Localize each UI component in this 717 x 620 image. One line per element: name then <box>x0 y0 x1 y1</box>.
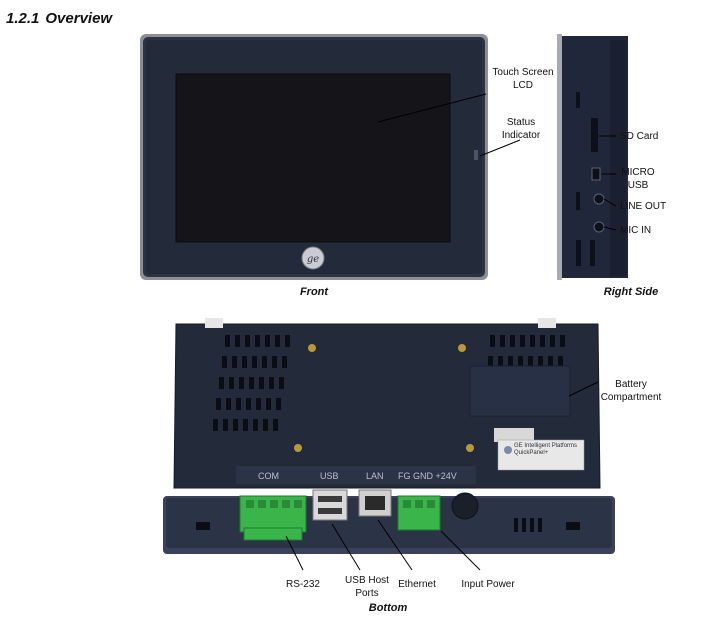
mic-in-jack <box>593 221 605 233</box>
vent-left <box>213 335 290 431</box>
right-side-view-device <box>557 34 628 280</box>
callout-touch-screen: Touch Screen LCD <box>492 67 554 91</box>
caption-right-side: Right Side <box>603 286 659 298</box>
callout-mic-in: MIC IN <box>620 225 652 236</box>
micro-usb-port <box>591 167 601 181</box>
bottom-view-device <box>163 318 615 554</box>
callout-usb-host-ports: USB Host Ports <box>345 575 389 599</box>
callout-battery: Battery Compartment <box>600 379 662 403</box>
callout-ethernet: Ethernet <box>398 579 436 590</box>
caption-front: Front <box>299 286 329 298</box>
ge-logo: ge <box>301 246 325 270</box>
callout-micro-usb: MICRO USB <box>621 167 655 191</box>
sticker-text: GE Intelligent Platforms QuickPanel+ <box>514 443 578 456</box>
line-out-jack <box>593 193 605 205</box>
callout-rs232: RS-232 <box>286 579 320 590</box>
section-number: 1.2.1 <box>6 10 40 27</box>
status-indicator-led <box>474 150 478 160</box>
sd-card-slot <box>591 118 598 152</box>
panel-label-usb: USB <box>320 471 339 481</box>
panel-label-com: COM <box>258 471 279 481</box>
battery-compartment <box>469 365 571 417</box>
callout-sd-card: SD Card <box>620 131 659 142</box>
section-heading: 1.2.1 Overview <box>6 10 112 27</box>
svg-text:ge: ge <box>307 254 319 265</box>
callout-input-power: Input Power <box>461 579 515 590</box>
caption-bottom: Bottom <box>368 602 408 614</box>
section-title: Overview <box>45 10 113 27</box>
vent-right <box>488 335 565 368</box>
front-view-device: ge <box>140 34 488 280</box>
callout-status-indicator: Status Indicator <box>501 117 541 141</box>
panel-label-lan: LAN <box>366 471 384 481</box>
product-sticker <box>497 439 585 471</box>
panel-label-power: FG GND +24V <box>398 471 457 481</box>
usb-host-ports <box>312 489 348 521</box>
callout-line-out: LINE OUT <box>620 201 667 212</box>
